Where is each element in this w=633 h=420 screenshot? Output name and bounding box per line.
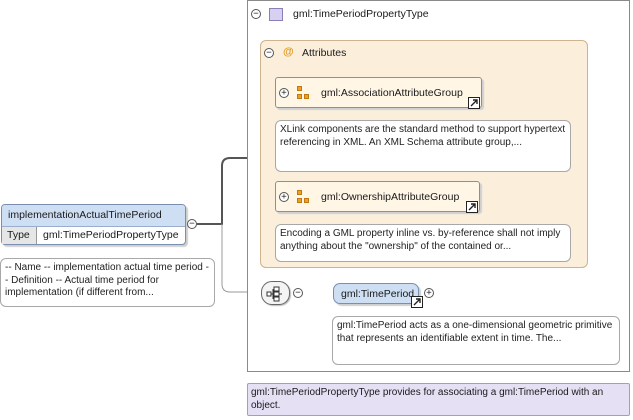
attribute-group-icon (297, 190, 311, 204)
element-name: implementationActualTimePeriod (8, 209, 162, 221)
attribute-group-icon (297, 86, 311, 100)
child-element-documentation: gml:TimePeriod acts as a one-dimensional… (332, 316, 620, 365)
child-element-expand-toggle[interactable]: + (424, 288, 434, 298)
reference-arrow-icon[interactable] (411, 296, 423, 308)
type-label: Type (7, 229, 30, 241)
expand-toggle[interactable]: + (279, 192, 289, 202)
attribute-group-association[interactable]: + gml:AssociationAttributeGroup (275, 77, 482, 109)
complex-type-name: gml:TimePeriodPropertyType (293, 8, 429, 20)
child-element-box[interactable]: gml:TimePeriod (333, 283, 419, 304)
complex-type-documentation: gml:TimePeriodPropertyType provides for … (247, 383, 630, 416)
element-box[interactable]: implementationActualTimePeriod Type gml:… (1, 204, 186, 245)
type-value: gml:TimePeriodPropertyType (43, 229, 179, 241)
element-collapse-toggle[interactable]: − (187, 219, 197, 229)
attribute-group-name: gml:OwnershipAttributeGroup (321, 191, 460, 203)
sequence-collapse-toggle[interactable]: − (293, 288, 303, 298)
expand-toggle[interactable]: + (279, 88, 289, 98)
complex-type-icon (269, 8, 283, 21)
element-header (2, 205, 185, 227)
type-label-cell (2, 227, 37, 244)
child-element-name: gml:TimePeriod (341, 288, 415, 300)
complex-type-collapse-toggle[interactable]: − (251, 9, 261, 19)
attributes-label: Attributes (302, 47, 347, 59)
sequence-compositor-icon[interactable] (261, 281, 290, 305)
attribute-group-name: gml:AssociationAttributeGroup (321, 87, 463, 99)
reference-arrow-icon[interactable] (468, 97, 480, 109)
element-documentation: -- Name -- implementation actual time pe… (0, 258, 215, 307)
attributes-collapse-toggle[interactable]: − (264, 48, 274, 58)
attribute-group-ownership-doc: Encoding a GML property inline vs. by-re… (275, 224, 571, 262)
at-sign-icon: @ (283, 46, 294, 58)
attribute-group-ownership[interactable]: + gml:OwnershipAttributeGroup (275, 181, 480, 213)
attribute-group-association-doc: XLink components are the standard method… (275, 120, 571, 172)
reference-arrow-icon[interactable] (466, 201, 478, 213)
